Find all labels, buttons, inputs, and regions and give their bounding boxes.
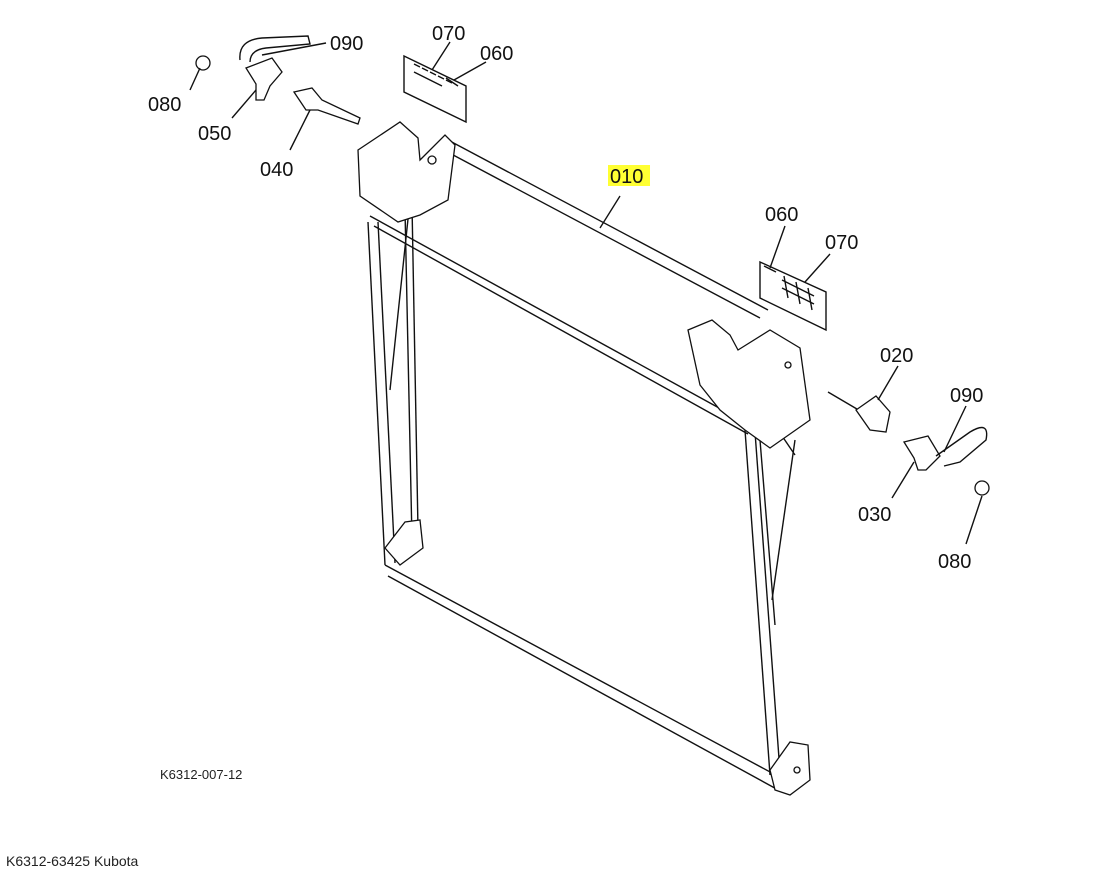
- part-080-left-bolt[interactable]: [195, 55, 211, 71]
- drawing-code: K6312-007-12: [160, 767, 242, 782]
- label-090-top[interactable]: 090: [330, 33, 363, 55]
- part-060-right-pin[interactable]: [763, 265, 777, 273]
- label-060-top[interactable]: 060: [480, 43, 513, 65]
- highlight-010: [608, 165, 650, 186]
- label-070-top[interactable]: 070: [432, 23, 465, 45]
- part-090-right-handle[interactable]: [935, 426, 988, 467]
- label-020[interactable]: 020: [880, 345, 913, 367]
- leader-lines: [189, 41, 983, 545]
- label-080-left[interactable]: 080: [148, 94, 181, 116]
- footer-caption: K6312-63425 Kubota: [6, 853, 139, 869]
- frame-assembly[interactable]: [357, 121, 811, 796]
- part-090-left-handle[interactable]: [239, 35, 311, 63]
- part-030-latch[interactable]: [902, 435, 941, 471]
- label-030[interactable]: 030: [858, 504, 891, 526]
- part-070-top-spring[interactable]: [403, 54, 467, 124]
- label-080-right[interactable]: 080: [938, 551, 971, 573]
- label-070-right[interactable]: 070: [825, 232, 858, 254]
- part-040-pin[interactable]: [292, 87, 361, 125]
- label-050[interactable]: 050: [198, 123, 231, 145]
- part-050-latch[interactable]: [245, 57, 283, 101]
- part-020-pin[interactable]: [827, 391, 891, 433]
- label-090-right[interactable]: 090: [950, 385, 983, 407]
- part-070-right-spring[interactable]: [759, 260, 827, 332]
- label-060-right[interactable]: 060: [765, 204, 798, 226]
- label-040[interactable]: 040: [260, 159, 293, 181]
- label-010[interactable]: 010: [610, 166, 643, 188]
- part-060-top-pin[interactable]: [445, 77, 459, 87]
- part-080-right-bolt[interactable]: [974, 480, 990, 496]
